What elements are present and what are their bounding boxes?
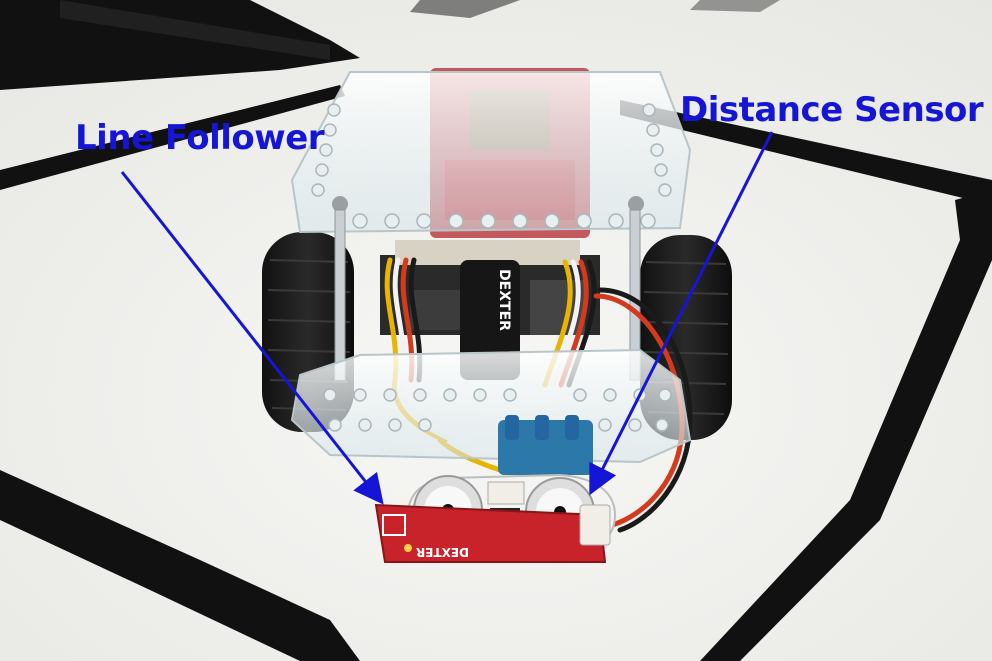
middle-electronics: DEXTER [380,240,600,380]
line-follower-arrow [120,171,384,505]
bottom-acrylic-plate [290,348,692,464]
line-follower-board: DEXTER [374,503,611,563]
distance-sensor-arrow [589,131,774,496]
annotation-arrows [120,131,774,505]
pcb-brand-text: DEXTER [416,545,469,559]
line-follower-label: Line Follower [75,118,325,158]
top-acrylic-plate [290,71,692,234]
blue-bracket [498,415,593,475]
battery-brand-text: DEXTER [496,269,512,331]
distance-sensor-label: Distance Sensor [680,90,984,130]
